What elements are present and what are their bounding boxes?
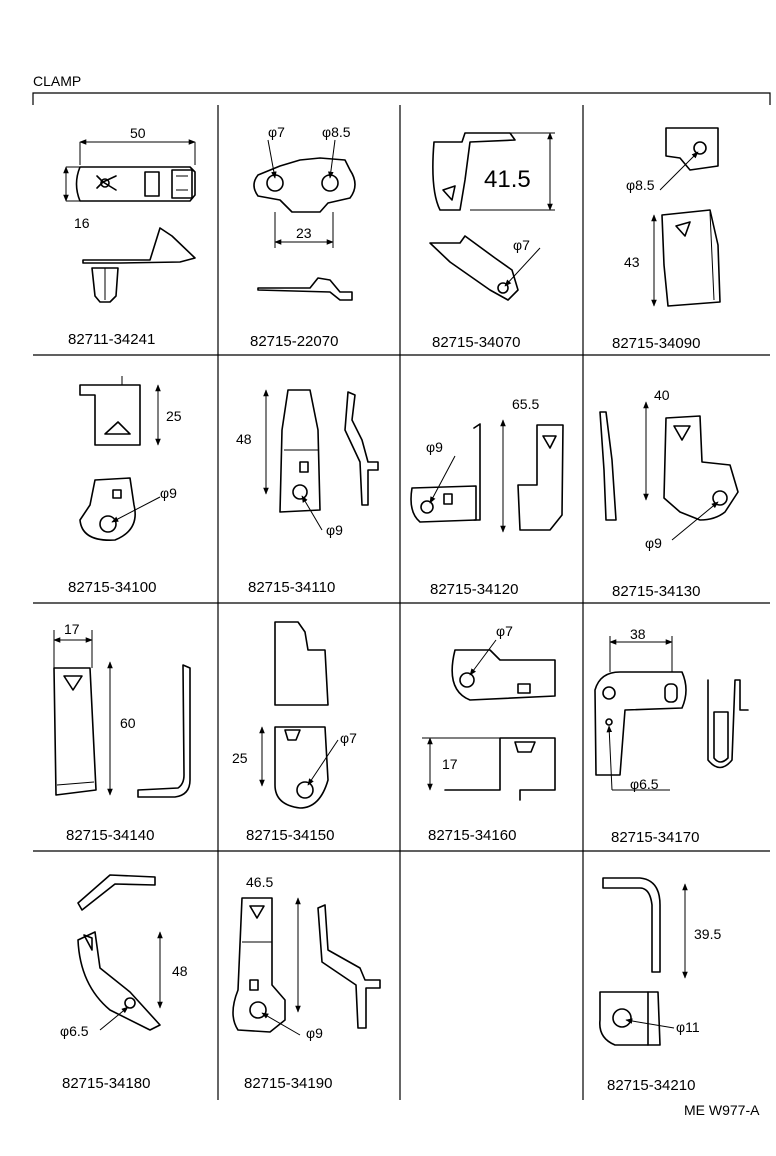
cell-82715-34090: φ8.5 43 82715-34090 — [612, 127, 721, 352]
cell-82715-22070: φ7 φ8.5 23 82715-22070 — [250, 124, 356, 350]
clamp-drawing — [594, 671, 749, 776]
cell-82715-34210: 39.5 φ11 82715-34210 — [598, 877, 721, 1094]
dim-label: 17 — [64, 621, 80, 637]
dim-label: φ7 — [268, 124, 285, 140]
cell-82715-34180: 48 φ6.5 82715-34180 — [60, 874, 188, 1092]
dim-label: φ6.5 — [630, 776, 659, 792]
clamp-drawing — [53, 664, 191, 798]
dim-label: φ9 — [306, 1025, 323, 1041]
clamp-drawing — [279, 389, 379, 513]
cell-82711-34241: 50 16 82711-34241 — [63, 125, 196, 348]
title-bracket — [32, 92, 771, 105]
clamp-drawing — [77, 874, 161, 1031]
part-number: 82715-34150 — [246, 827, 334, 844]
clamp-drawing — [599, 411, 739, 521]
part-number: 82715-34190 — [244, 1075, 332, 1092]
dim-label: 48 — [236, 431, 252, 447]
dim-label: 50 — [130, 125, 146, 141]
cell-82715-34130: 40 φ9 82715-34130 — [599, 387, 739, 600]
clamp-drawing — [598, 877, 661, 1046]
clamp-drawing — [232, 897, 381, 1033]
clamp-drawing — [274, 621, 329, 809]
sheet-title: CLAMP — [33, 73, 81, 89]
part-number: 82715-34100 — [68, 579, 156, 596]
cell-82715-34110: 48 φ9 82715-34110 — [236, 389, 379, 596]
dim-label: φ6.5 — [60, 1023, 89, 1039]
clamp-drawing — [661, 127, 721, 307]
part-number: 82715-34180 — [62, 1075, 150, 1092]
dim-label: 23 — [296, 225, 312, 241]
part-number: 82715-34170 — [611, 829, 699, 846]
cell-82715-34160: 17 φ7 82715-34160 — [422, 623, 556, 844]
dim-label: 60 — [120, 715, 136, 731]
dim-label: 65.5 — [512, 396, 539, 412]
dim-label: φ7 — [340, 730, 357, 746]
dim-label: φ9 — [426, 439, 443, 455]
part-number: 82715-34210 — [607, 1077, 695, 1094]
dim-label: 38 — [630, 626, 646, 642]
dim-label: φ8.5 — [626, 177, 655, 193]
cell-82715-34150: 25 φ7 82715-34150 — [232, 621, 357, 844]
dim-label: 46.5 — [246, 874, 273, 890]
clamp-drawing — [79, 376, 141, 541]
clamp-drawing — [444, 649, 556, 801]
dim-label: φ9 — [645, 535, 662, 551]
cell-82715-34070: 41.5 φ7 82715-34070 — [429, 132, 555, 351]
part-number: 82715-34110 — [248, 579, 335, 596]
dim-label: 43 — [624, 254, 640, 270]
drawing-code: ME W977-A — [684, 1102, 760, 1118]
part-number: 82715-34090 — [612, 335, 700, 352]
grid-lines — [33, 105, 770, 1100]
part-number: 82715-34070 — [432, 334, 520, 351]
dim-label: 16 — [74, 215, 90, 231]
dim-label: 48 — [172, 963, 188, 979]
dim-label: φ7 — [513, 237, 530, 253]
part-number: 82715-34140 — [66, 827, 154, 844]
dim-label: 39.5 — [694, 926, 721, 942]
dim-label: φ9 — [160, 485, 177, 501]
dim-label: φ11 — [676, 1019, 700, 1035]
dim-label: φ9 — [326, 522, 343, 538]
cell-82715-34170: 38 φ6.5 82715-34170 — [594, 626, 749, 846]
part-number: 82715-22070 — [250, 333, 338, 350]
cell-82715-34190: 46.5 φ9 82715-34190 — [232, 874, 381, 1092]
part-number: 82711-34241 — [68, 331, 155, 348]
clamp-drawing — [75, 166, 196, 303]
cell-82715-34100: 25 φ9 82715-34100 — [68, 376, 182, 596]
part-number: 82715-34160 — [428, 827, 516, 844]
cell-82715-34120: 65.5 φ9 82715-34120 — [410, 396, 564, 598]
dim-label: φ8.5 — [322, 124, 351, 140]
cell-82715-34140: 17 60 82715-34140 — [53, 621, 191, 844]
part-number: 82715-34130 — [612, 583, 700, 600]
dim-label: 41.5 — [484, 166, 531, 193]
dim-label: φ7 — [496, 623, 513, 639]
dim-label: 25 — [232, 750, 248, 766]
clamp-drawing — [410, 423, 564, 531]
dim-label: 40 — [654, 387, 670, 403]
part-number: 82715-34120 — [430, 581, 518, 598]
dim-label: 17 — [442, 756, 458, 772]
dim-label: 25 — [166, 408, 182, 424]
clamp-drawing — [429, 132, 519, 301]
